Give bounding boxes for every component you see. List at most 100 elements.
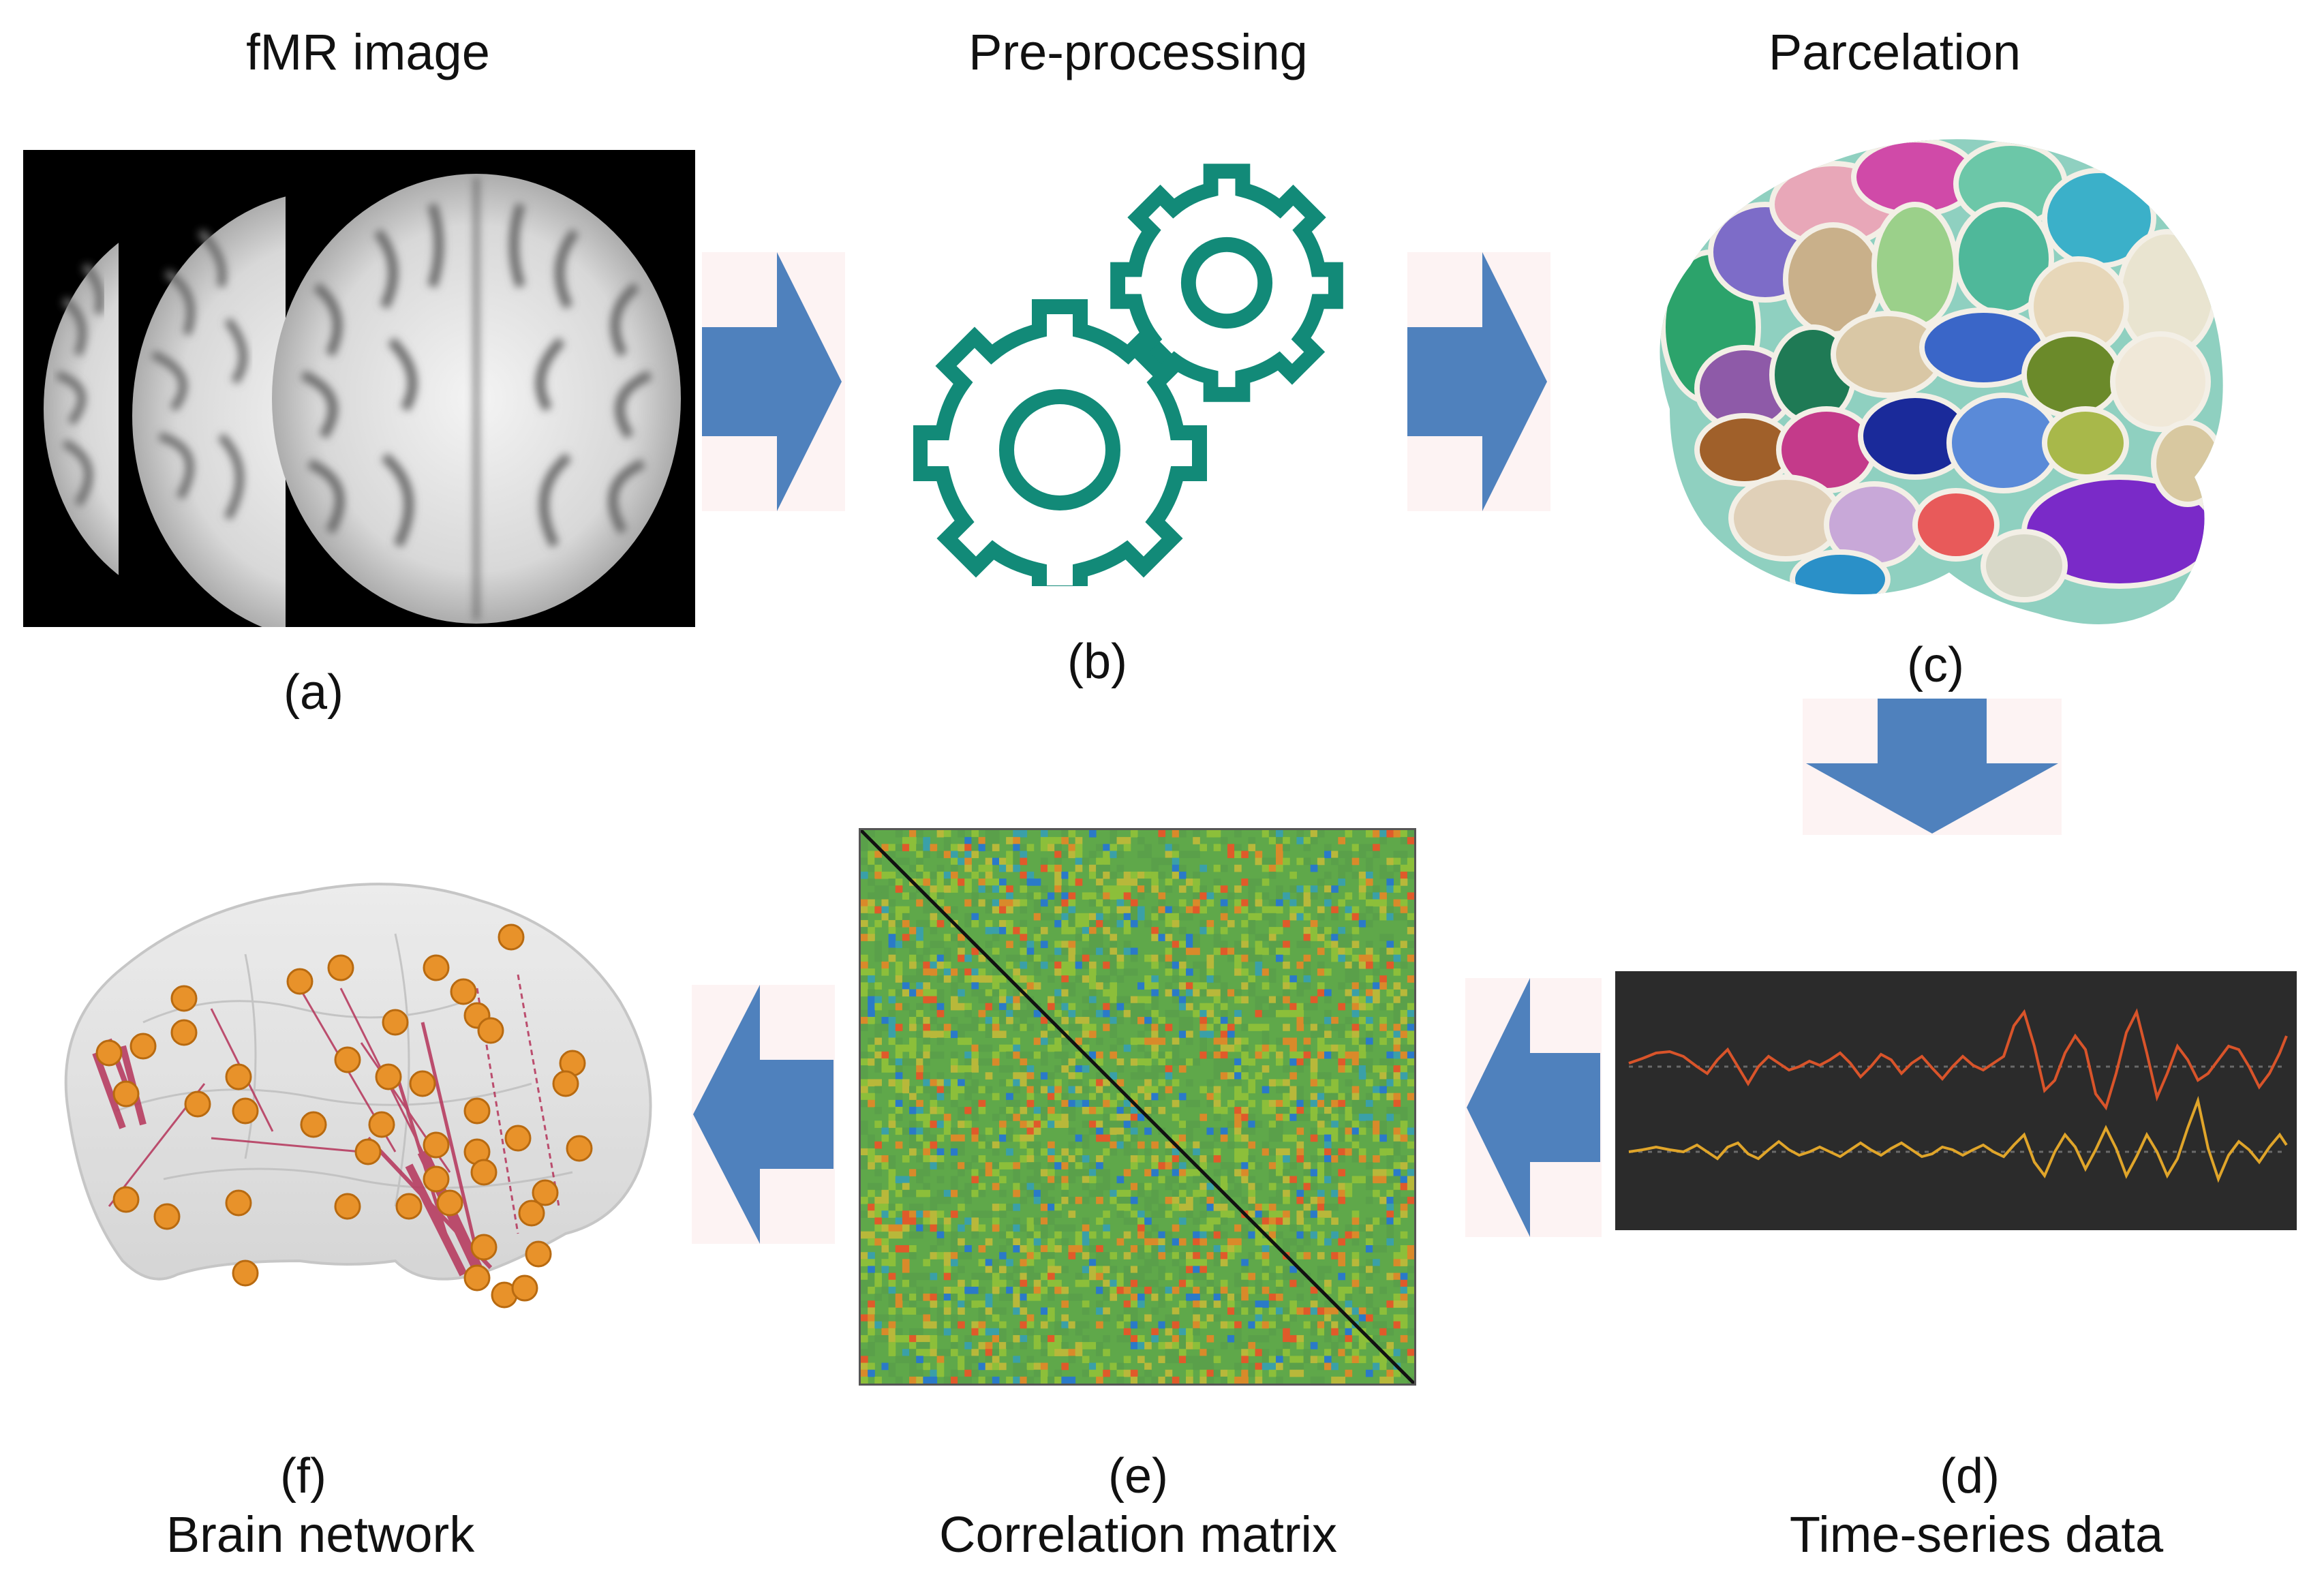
matrix-cell [943, 879, 951, 886]
matrix-cell [1358, 892, 1366, 900]
matrix-cell [958, 1114, 965, 1121]
matrix-cell [1048, 1259, 1055, 1266]
matrix-cell [1262, 934, 1270, 941]
matrix-cell [978, 1009, 986, 1018]
matrix-cell [1234, 1134, 1242, 1142]
matrix-cell [950, 1030, 958, 1038]
matrix-cell [1358, 1051, 1366, 1059]
matrix-cell [1193, 851, 1200, 859]
matrix-cell [1324, 1107, 1332, 1114]
matrix-cell [1048, 1349, 1055, 1356]
matrix-cell [971, 1107, 979, 1114]
matrix-cell [930, 1224, 938, 1232]
matrix-cell [1393, 968, 1401, 976]
matrix-cell [868, 857, 875, 866]
matrix-cell [1144, 1058, 1152, 1066]
matrix-cell [881, 1058, 889, 1066]
matrix-cell [1393, 851, 1401, 859]
matrix-cell [1276, 1349, 1283, 1356]
matrix-cell [958, 1024, 965, 1031]
matrix-cell [1206, 1286, 1214, 1294]
matrix-cell [1213, 1017, 1221, 1024]
matrix-cell [992, 857, 1000, 866]
matrix-cell [1103, 1369, 1110, 1377]
matrix-cell [950, 968, 958, 976]
matrix-cell [1096, 864, 1103, 872]
matrix-cell [936, 1321, 945, 1329]
matrix-cell [950, 1272, 958, 1281]
matrix-cell [1358, 1356, 1366, 1364]
matrix-cell [868, 1037, 875, 1045]
matrix-cell [964, 1189, 972, 1197]
matrix-cell [881, 1328, 889, 1336]
matrix-cell [902, 919, 910, 928]
matrix-cell [1199, 989, 1207, 997]
matrix-cell [1310, 1286, 1318, 1294]
matrix-cell [1158, 1266, 1166, 1274]
matrix-cell [992, 1224, 1000, 1232]
matrix-cell [1234, 1065, 1242, 1073]
matrix-cell [1248, 982, 1256, 990]
matrix-cell [1345, 1017, 1353, 1024]
matrix-cell [1110, 996, 1118, 1004]
matrix-cell [1199, 1155, 1207, 1163]
matrix-cell [1276, 1037, 1283, 1045]
matrix-cell [1234, 1279, 1242, 1287]
matrix-cell [1213, 1356, 1221, 1364]
matrix-cell [1054, 837, 1062, 844]
matrix-cell [936, 1086, 945, 1094]
matrix-cell [1317, 1328, 1325, 1336]
matrix-cell [1241, 906, 1249, 914]
matrix-cell [1296, 1051, 1304, 1059]
matrix-cell [1400, 1182, 1408, 1191]
matrix-cell [902, 844, 910, 851]
matrix-cell [902, 1245, 910, 1253]
matrix-cell [999, 899, 1007, 907]
matrix-cell [1013, 1182, 1020, 1191]
matrix-cell [1262, 1065, 1270, 1073]
matrix-cell [1103, 1182, 1110, 1191]
matrix-cell [1206, 830, 1214, 838]
gear-icon-group [913, 164, 1343, 586]
matrix-cell [1088, 1051, 1097, 1059]
matrix-cell [1400, 1286, 1408, 1294]
matrix-cell [1006, 1127, 1013, 1135]
matrix-cell [958, 1162, 965, 1170]
matrix-cell [1358, 1266, 1366, 1274]
matrix-cell [923, 1037, 930, 1045]
matrix-cell [1400, 1051, 1408, 1059]
matrix-cell [1048, 1086, 1055, 1094]
matrix-cell [1054, 1044, 1062, 1052]
matrix-cell [861, 1272, 868, 1281]
matrix-cell [1407, 1266, 1414, 1274]
matrix-cell [1061, 982, 1069, 990]
matrix-cell [1213, 879, 1221, 886]
matrix-cell [1220, 1369, 1228, 1377]
matrix-cell [888, 1231, 896, 1239]
matrix-cell [943, 1224, 951, 1232]
matrix-cell [1241, 899, 1249, 907]
matrix-cell [1400, 899, 1408, 907]
matrix-cell [1172, 954, 1180, 962]
matrix-cell [1006, 1286, 1013, 1294]
matrix-cell [1158, 892, 1166, 900]
matrix-cell [1026, 1148, 1035, 1156]
matrix-cell [881, 1127, 889, 1135]
matrix-cell [1075, 1134, 1083, 1142]
matrix-cell [1186, 1342, 1193, 1349]
matrix-cell [1068, 1252, 1076, 1259]
matrix-cell [1289, 1176, 1297, 1184]
matrix-cell [1407, 1141, 1414, 1149]
matrix-cell [992, 1307, 1000, 1315]
matrix-cell [1345, 913, 1353, 921]
matrix-cell [1331, 906, 1339, 914]
matrix-cell [1317, 927, 1325, 934]
matrix-cell [1324, 1127, 1332, 1135]
matrix-cell [1213, 1259, 1221, 1266]
matrix-cell [1068, 1210, 1076, 1218]
matrix-cell [1289, 1356, 1297, 1364]
matrix-cell [909, 844, 917, 851]
matrix-cell [985, 1086, 993, 1094]
matrix-cell [1040, 1030, 1048, 1038]
matrix-cell [978, 1099, 986, 1108]
